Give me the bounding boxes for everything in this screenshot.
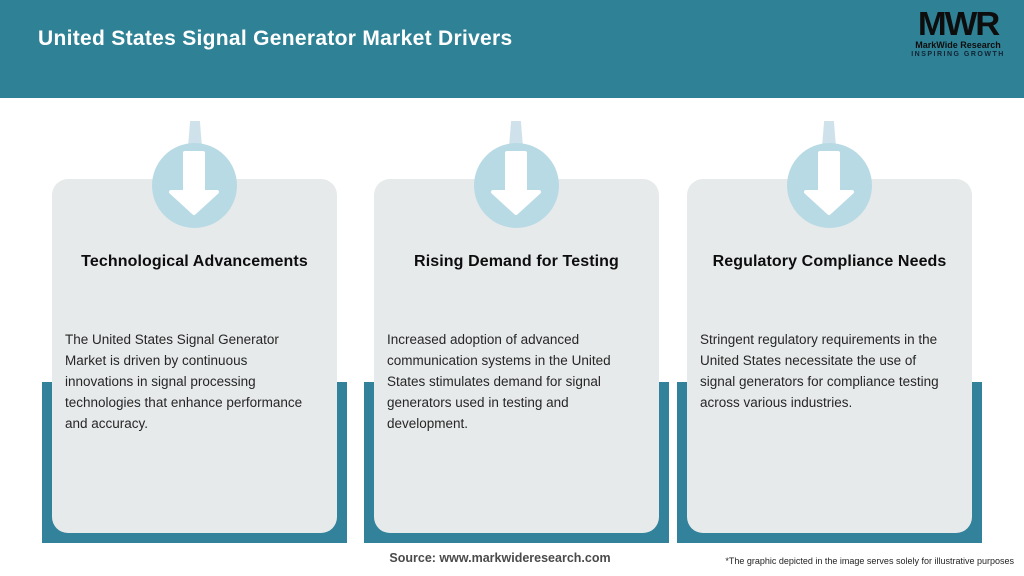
card-description: The United States Signal Generator Marke… [65, 332, 303, 431]
disclaimer-note: *The graphic depicted in the image serve… [725, 556, 1014, 566]
arrow-down-icon [152, 143, 237, 228]
card-description: Stringent regulatory requirements in the… [700, 332, 939, 410]
card-title: Rising Demand for Testing [414, 253, 619, 270]
logo-monogram: MWR [917, 5, 1000, 42]
logo-company-name: MarkWide Research [915, 40, 1001, 50]
driver-card-rising-demand-for-testing: Rising Demand for Testing Increased adop… [374, 179, 659, 533]
icon-notch [509, 121, 523, 147]
header-banner: United States Signal Generator Market Dr… [0, 0, 1024, 98]
icon-notch [822, 121, 836, 147]
card-title: Regulatory Compliance Needs [712, 253, 947, 270]
arrow-down-icon [787, 143, 872, 228]
card-title: Technological Advancements [81, 253, 308, 270]
markwide-logo: MWR MarkWide Research INSPIRING GROWTH [908, 5, 1008, 58]
driver-card-technological-advancements: Technological Advancements The United St… [52, 179, 337, 533]
card-description: Increased adoption of advanced communica… [387, 332, 611, 431]
icon-notch [188, 121, 202, 147]
driver-card-regulatory-compliance-needs: Regulatory Compliance Needs Stringent re… [687, 179, 972, 533]
arrow-down-icon [474, 143, 559, 228]
logo-tagline: INSPIRING GROWTH [911, 51, 1005, 58]
page-title: United States Signal Generator Market Dr… [38, 27, 513, 50]
source-attribution: Source: www.markwideresearch.com [389, 551, 611, 565]
